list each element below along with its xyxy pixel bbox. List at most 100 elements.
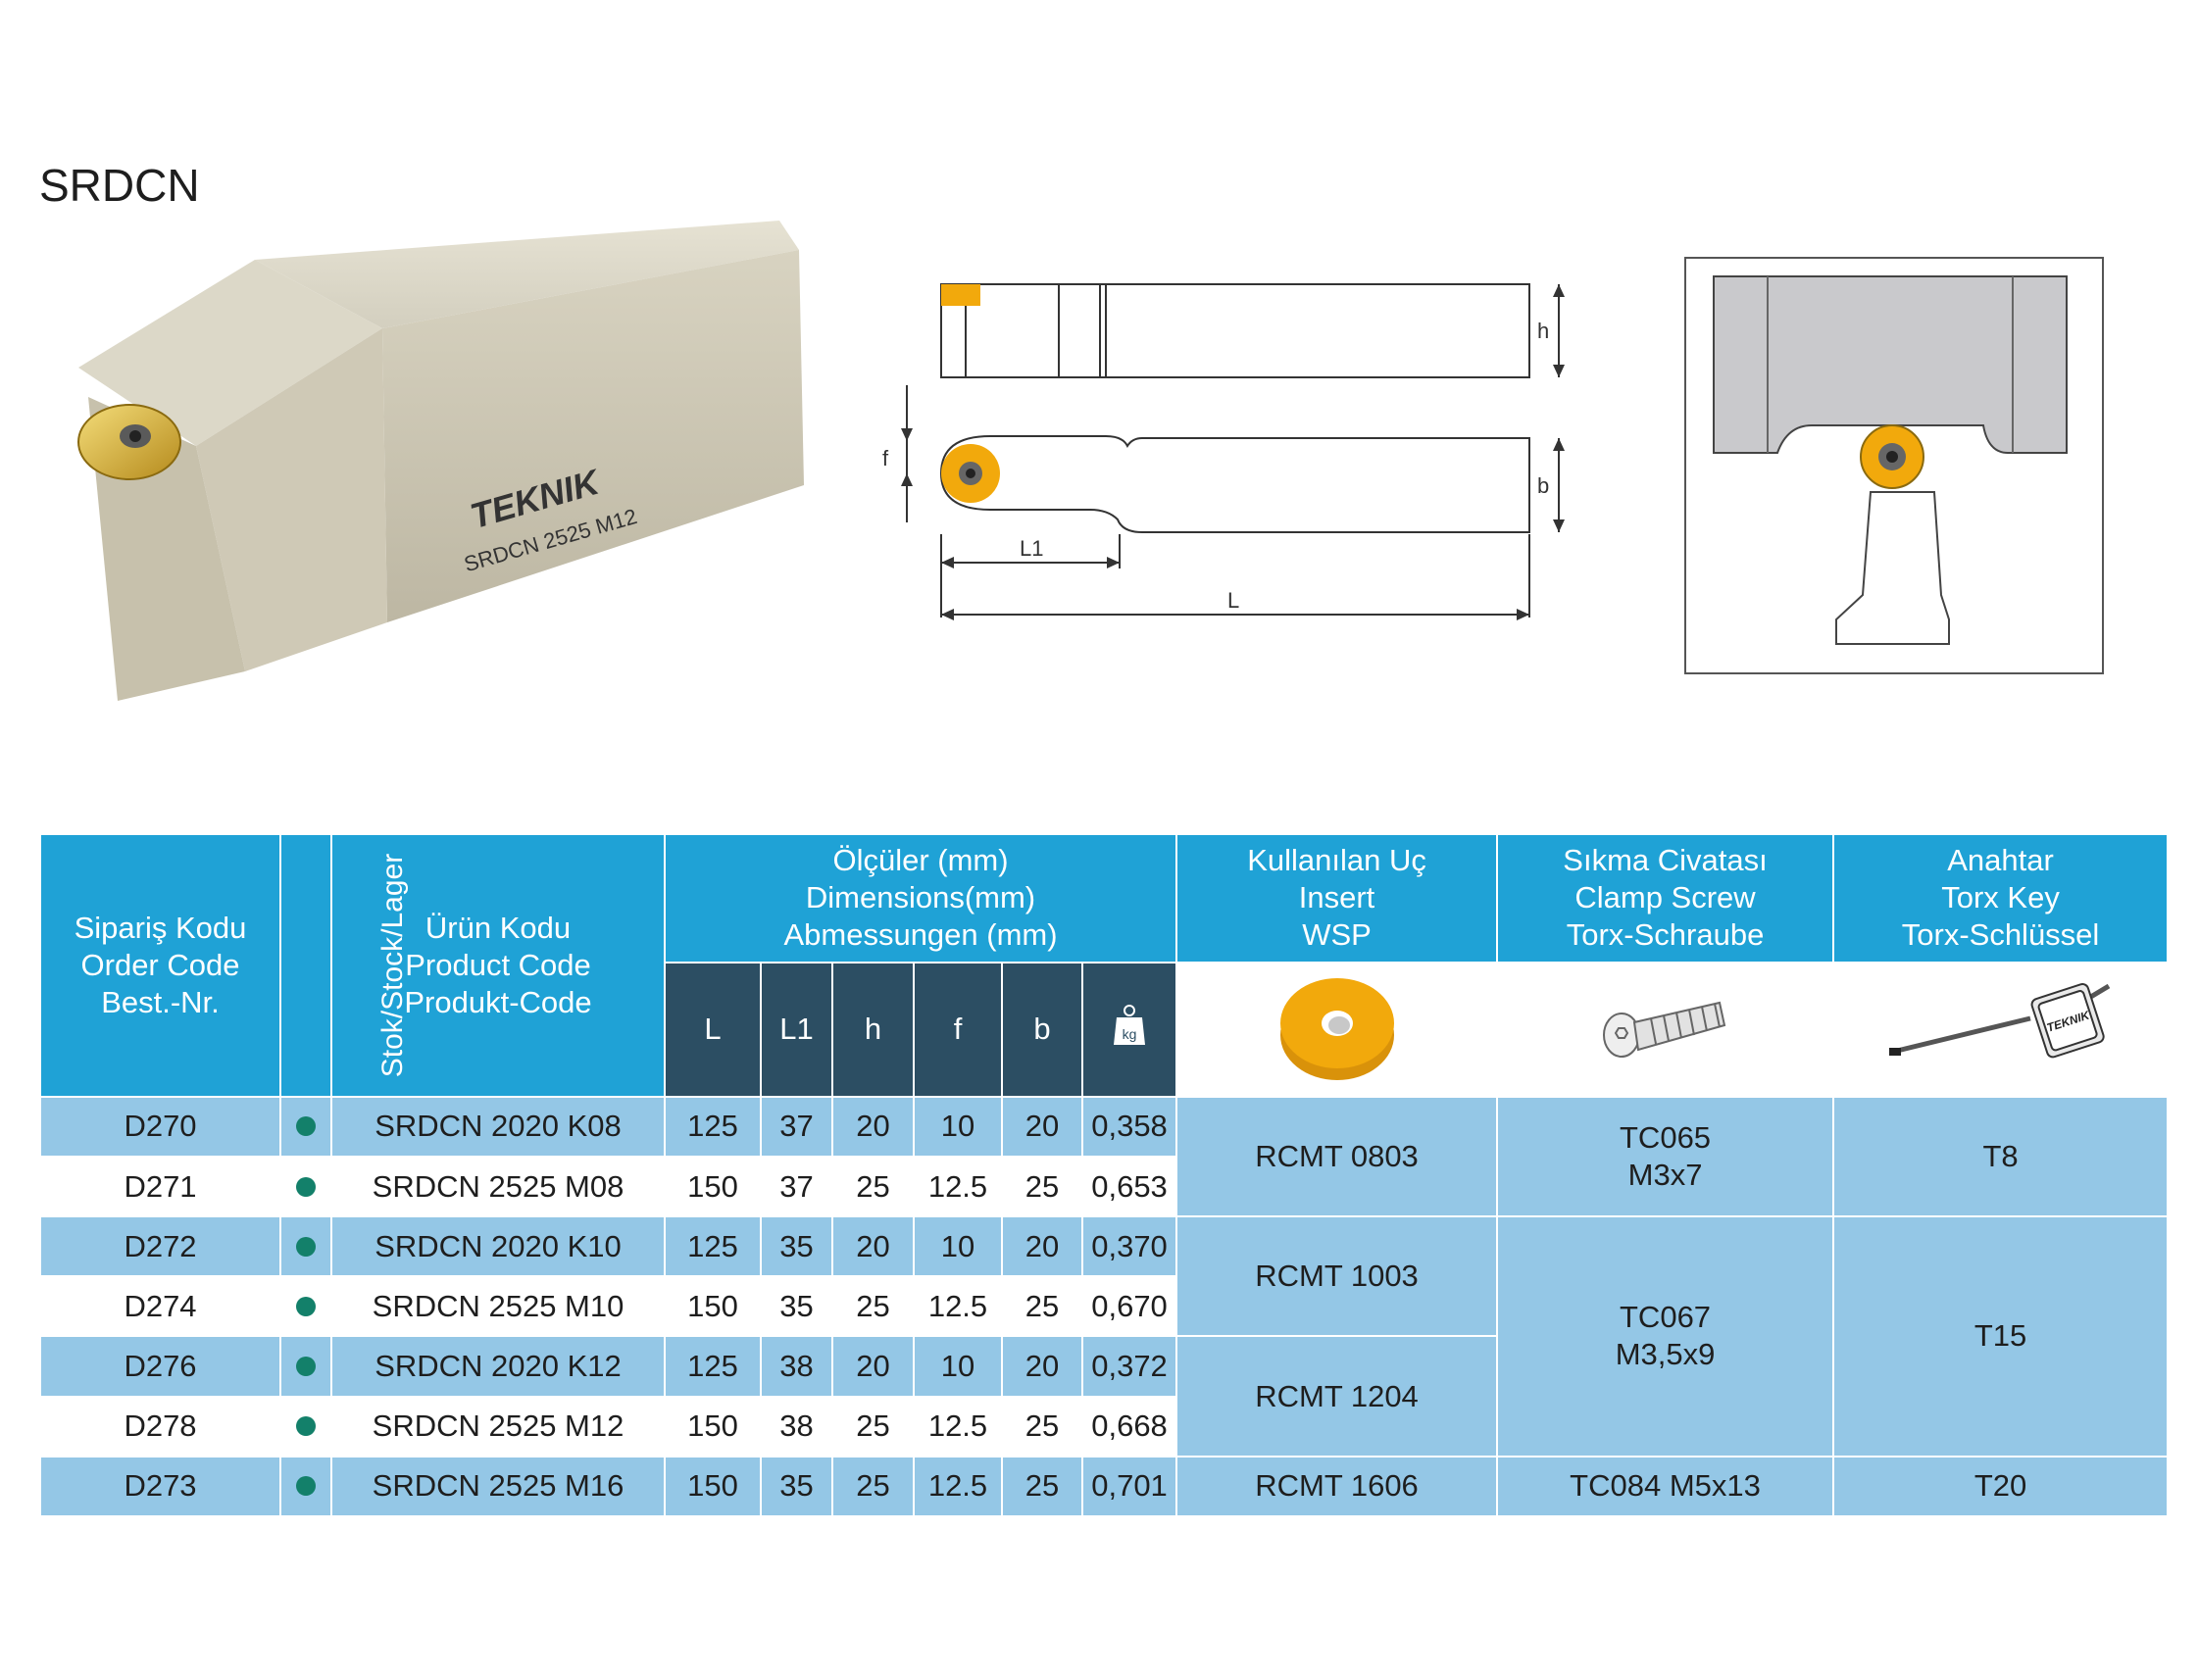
- product-code: SRDCN 2020 K10: [330, 1215, 666, 1278]
- insert-code: RCMT 0803: [1175, 1095, 1499, 1218]
- dim-header-b: b: [1001, 961, 1083, 1098]
- dim-f: 12.5: [913, 1275, 1003, 1338]
- dim-h: 25: [831, 1455, 915, 1518]
- header-key: Anahtar Torx Key Torx-Schlüssel: [1832, 833, 2170, 964]
- dim-l: 150: [664, 1395, 762, 1458]
- dim-l: 125: [664, 1335, 762, 1398]
- order-code: D272: [39, 1215, 281, 1278]
- dim-l1: 35: [760, 1275, 833, 1338]
- dim-f: 10: [913, 1335, 1003, 1398]
- table-row: D273 SRDCN 2525 M16 150 35 25 12.5 25 0,…: [39, 1455, 2170, 1518]
- dim-header-weight: kg: [1080, 961, 1178, 1098]
- stock-dot: [279, 1215, 332, 1278]
- header-dimensions: Ölçüler (mm) Dimensions(mm) Abmessungen …: [663, 833, 1178, 964]
- order-code: D278: [39, 1395, 281, 1458]
- dim-l1: 38: [760, 1395, 833, 1458]
- spec-table: Sipariş Kodu Order Code Best.-Nr. Stok/S…: [39, 833, 2170, 1518]
- stock-dot: [279, 1335, 332, 1398]
- product-code: SRDCN 2525 M12: [330, 1395, 666, 1458]
- stock-dot: [279, 1275, 332, 1338]
- key-image-cell: TEKNIK: [1832, 961, 2170, 1098]
- dim-f: 10: [913, 1215, 1003, 1278]
- dim-header-h: h: [831, 961, 915, 1098]
- header-product-code: Ürün Kodu Product Code Produkt-Code: [330, 833, 666, 1098]
- table-row: D274 SRDCN 2525 M10 150 35 25 12.5 25 0,…: [39, 1275, 2168, 1338]
- dim-f: 12.5: [913, 1395, 1003, 1458]
- dim-h: 25: [831, 1395, 915, 1458]
- header-stock: Stok/Stock/Lager: [279, 833, 409, 1098]
- label-f: f: [882, 446, 889, 470]
- torx-key: T8: [1832, 1095, 2170, 1218]
- dim-l: 150: [664, 1455, 762, 1518]
- weight: 0,358: [1080, 1095, 1178, 1158]
- insert-image-cell: [1175, 961, 1499, 1098]
- dim-h: 20: [831, 1095, 915, 1158]
- header-clamp-screw: Sıkma Civatası Clamp Screw Torx-Schraube: [1496, 833, 1835, 964]
- svg-text:kg: kg: [1123, 1026, 1137, 1042]
- dim-f: 12.5: [913, 1455, 1003, 1518]
- dim-l: 125: [664, 1095, 762, 1158]
- header-insert: Kullanılan Uç Insert WSP: [1175, 833, 1499, 964]
- clamp-screw: TC065 M3x7: [1496, 1095, 1835, 1218]
- screw-icon: [1602, 1002, 1725, 1059]
- torx-key-icon: TEKNIK: [1888, 983, 2110, 1059]
- product-code: SRDCN 2525 M16: [330, 1455, 666, 1518]
- dim-l1: 35: [760, 1455, 833, 1518]
- dim-b: 25: [1001, 1275, 1083, 1338]
- insert-code: RCMT 1606: [1175, 1455, 1499, 1518]
- dim-b: 25: [1001, 1395, 1083, 1458]
- weight: 0,372: [1080, 1335, 1178, 1398]
- insert-code: RCMT 1204: [1175, 1335, 1499, 1458]
- dim-b: 20: [1001, 1335, 1083, 1398]
- table-row: D270 SRDCN 2020 K08 125 37 20 10 20 0,35…: [39, 1095, 2170, 1218]
- order-code: D274: [39, 1275, 281, 1338]
- weight-icon: kg: [1114, 1005, 1146, 1046]
- weight: 0,653: [1080, 1155, 1178, 1218]
- dim-h: 25: [831, 1155, 915, 1218]
- dim-b: 20: [1001, 1095, 1083, 1158]
- label-h: h: [1537, 319, 1549, 343]
- label-b: b: [1537, 473, 1549, 498]
- dim-l1: 38: [760, 1335, 833, 1398]
- weight: 0,370: [1080, 1215, 1178, 1278]
- table-row: D272 SRDCN 2020 K10 125 35 20 10 20 0,37…: [39, 1215, 2170, 1458]
- dim-f: 12.5: [913, 1155, 1003, 1218]
- stock-dot: [279, 1155, 332, 1218]
- weight: 0,701: [1080, 1455, 1178, 1518]
- dim-f: 10: [913, 1095, 1003, 1158]
- order-code: D276: [39, 1335, 281, 1398]
- weight: 0,668: [1080, 1395, 1178, 1458]
- order-code: D271: [39, 1155, 281, 1218]
- dim-l: 125: [664, 1215, 762, 1278]
- dim-b: 25: [1001, 1455, 1083, 1518]
- table-row: D276 SRDCN 2020 K12 125 38 20 10 20 0,37…: [39, 1335, 2168, 1458]
- header-order-code: Sipariş Kodu Order Code Best.-Nr.: [39, 833, 281, 1098]
- tool-holder-photo: TEKNIK SRDCN 2525 M12: [77, 221, 804, 701]
- dim-h: 20: [831, 1335, 915, 1398]
- dim-h: 20: [831, 1215, 915, 1278]
- label-l1: L1: [1020, 536, 1043, 561]
- clamp-screw: TC067 M3,5x9: [1496, 1215, 1835, 1458]
- dim-h: 25: [831, 1275, 915, 1338]
- insert-code: RCMT 1003: [1175, 1215, 1499, 1338]
- stock-dot: [279, 1095, 332, 1158]
- dim-l1: 35: [760, 1215, 833, 1278]
- order-code: D270: [39, 1095, 281, 1158]
- dim-header-l1: L1: [760, 961, 833, 1098]
- stock-dot: [279, 1395, 332, 1458]
- screw-image-cell: [1496, 961, 1835, 1098]
- dim-l1: 37: [760, 1155, 833, 1218]
- product-code: SRDCN 2020 K12: [330, 1335, 666, 1398]
- torx-key: T15: [1832, 1215, 2170, 1458]
- dim-l: 150: [664, 1275, 762, 1338]
- table-row: D271 SRDCN 2525 M08 150 37 25 12.5 25 0,…: [39, 1155, 2168, 1218]
- side-view-insert: [941, 284, 980, 306]
- insert-icon: [1279, 978, 1394, 1081]
- product-code: SRDCN 2020 K08: [330, 1095, 666, 1158]
- dim-header-l: L: [664, 961, 762, 1098]
- torx-key: T20: [1832, 1455, 2170, 1518]
- table-row: D278 SRDCN 2525 M12 150 38 25 12.5 25 0,…: [39, 1395, 2168, 1458]
- order-code: D273: [39, 1455, 281, 1518]
- dim-l1: 37: [760, 1095, 833, 1158]
- technical-drawing: h b f L1 L: [882, 283, 1565, 620]
